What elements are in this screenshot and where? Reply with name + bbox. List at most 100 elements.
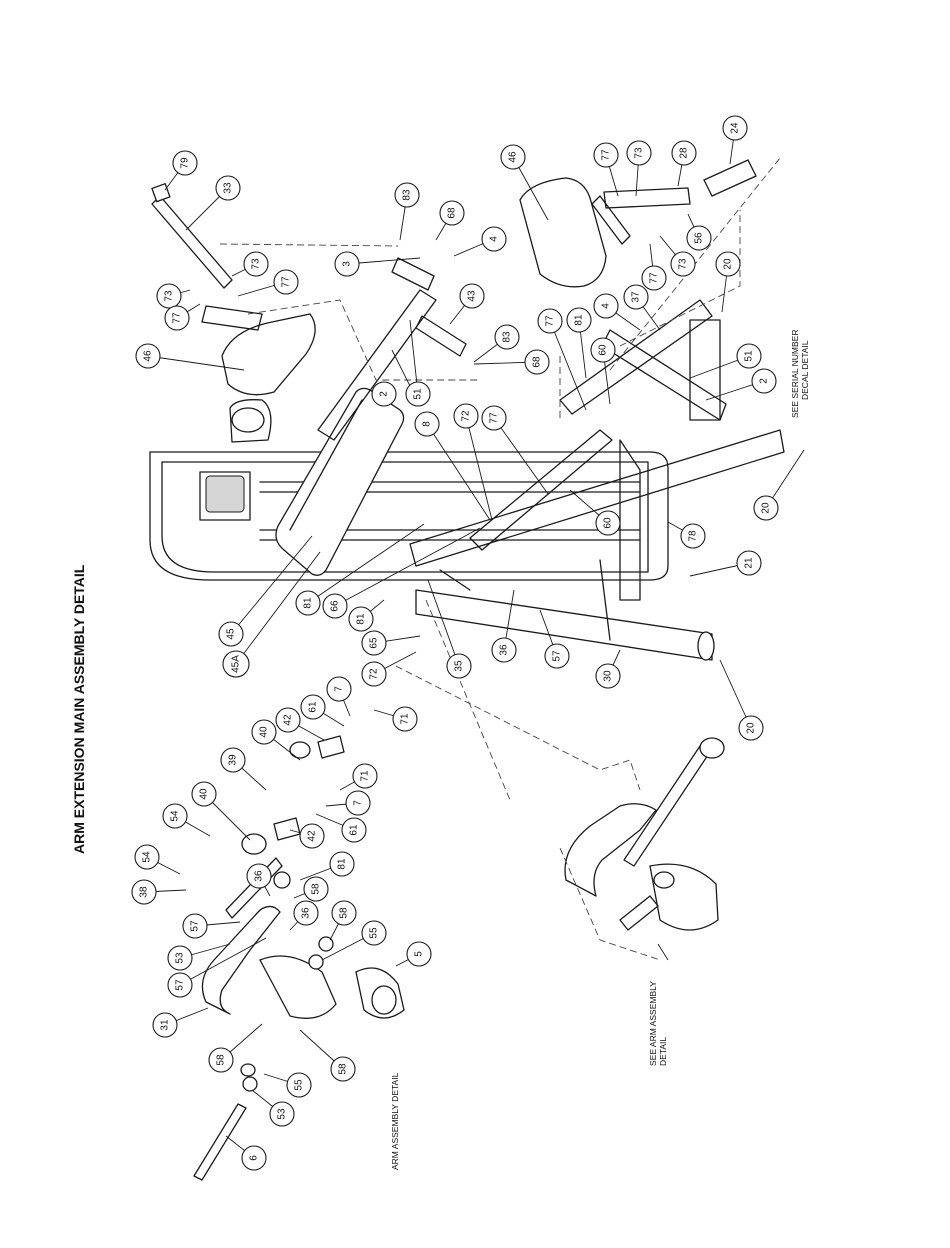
callout-number: 60 [603, 517, 614, 529]
callout-number: 46 [508, 151, 519, 163]
callout-2: 2 [371, 381, 397, 407]
callout-number: 24 [730, 122, 741, 134]
callout-number: 77 [649, 272, 660, 284]
callout-20: 20 [753, 495, 779, 521]
callout-72: 72 [361, 661, 387, 687]
callout-number: 2 [379, 391, 390, 397]
callout-65: 65 [361, 630, 387, 656]
callout-number: 42 [283, 714, 294, 726]
callout-number: 39 [228, 754, 239, 766]
callout-number: 5 [414, 951, 425, 957]
callout-66: 66 [322, 593, 348, 619]
callout-81: 81 [348, 606, 374, 632]
callout-68: 68 [439, 200, 465, 226]
callout-45: 45 [218, 621, 244, 647]
arm-assembly-overview [564, 737, 725, 931]
callout-71: 71 [392, 706, 418, 732]
callout-55: 55 [286, 1072, 312, 1098]
callout-number: 31 [160, 1019, 171, 1031]
callout-number: 7 [334, 686, 345, 692]
callout-72: 72 [453, 403, 479, 429]
callout-number: 73 [634, 147, 645, 159]
callout-46: 46 [500, 144, 526, 170]
callout-60: 60 [590, 337, 616, 363]
callout-77: 77 [593, 142, 619, 168]
callout-number: 43 [467, 290, 478, 302]
serial-number-line2: DECAL DETAIL [800, 340, 810, 400]
callout-number: 73 [251, 258, 262, 270]
arm-assembly-detail-label: ARM ASSEMBLY DETAIL [390, 1072, 400, 1170]
callout-77: 77 [164, 305, 190, 331]
callout-51: 51 [736, 343, 762, 369]
callout-61: 61 [341, 817, 367, 843]
callout-number: 81 [356, 613, 367, 625]
callout-number: 45A [231, 655, 242, 673]
callout-73: 73 [626, 140, 652, 166]
callout-81: 81 [295, 590, 321, 616]
base-rail [415, 559, 715, 661]
callout-28: 28 [671, 140, 697, 166]
callout-73: 73 [243, 251, 269, 277]
main-support-tube [317, 289, 785, 601]
callout-number: 7 [353, 800, 364, 806]
adjustment-tube-33 [151, 182, 263, 331]
callout-57: 57 [544, 643, 570, 669]
callout-73: 73 [670, 251, 696, 277]
clamp-bracket [391, 257, 467, 357]
diagram-title: ARM EXTENSION MAIN ASSEMBLY DETAIL [71, 564, 87, 854]
callout-number: 61 [349, 824, 360, 836]
callout-55: 55 [361, 920, 387, 946]
callout-number: 8 [422, 421, 433, 427]
callout-number: 6 [249, 1155, 260, 1161]
callout-58: 58 [208, 1047, 234, 1073]
callout-81: 81 [566, 307, 592, 333]
callout-number: 40 [259, 726, 270, 738]
arm-assembly-exploded [193, 735, 405, 1181]
callout-5: 5 [406, 941, 432, 967]
callout-number: 79 [180, 157, 191, 169]
callout-number: 21 [744, 557, 755, 569]
callout-number: 38 [139, 886, 150, 898]
callout-77: 77 [537, 308, 563, 334]
callout-number: 77 [172, 312, 183, 324]
callout-36: 36 [293, 900, 319, 926]
callout-8: 8 [414, 411, 440, 437]
weight-stack-frame [149, 399, 669, 581]
callout-83: 83 [494, 324, 520, 350]
callout-number: 55 [294, 1079, 305, 1091]
callout-number: 56 [694, 232, 705, 244]
callout-number: 3 [342, 261, 353, 267]
callout-73: 73 [156, 283, 182, 309]
callout-53: 53 [269, 1101, 295, 1127]
callout-number: 4 [601, 303, 612, 309]
callout-79: 79 [172, 150, 198, 176]
back-pad-left [221, 313, 316, 396]
serial-number-line1: SEE SERIAL NUMBER [790, 330, 800, 419]
callout-7: 7 [345, 790, 371, 816]
back-pad-right [519, 177, 607, 288]
callout-number: 20 [746, 722, 757, 734]
callout-number: 61 [308, 701, 319, 713]
callout-33: 33 [215, 175, 241, 201]
callout-3: 3 [334, 251, 360, 277]
callout-number: 40 [199, 788, 210, 800]
callout-number: 71 [360, 770, 371, 782]
seat-pad [275, 387, 405, 576]
see-arm-assembly-line2: DETAIL [658, 1037, 668, 1066]
callout-78: 78 [680, 523, 706, 549]
callout-number: 2 [759, 378, 770, 384]
callout-43: 43 [459, 283, 485, 309]
callout-57: 57 [167, 972, 193, 998]
callout-number: 68 [532, 356, 543, 368]
callout-36: 36 [246, 863, 272, 889]
callout-number: 46 [143, 350, 154, 362]
callout-number: 54 [170, 810, 181, 822]
callout-7: 7 [326, 676, 352, 702]
callout-45A: 45A [222, 650, 250, 678]
callout-58: 58 [331, 900, 357, 926]
callout-number: 83 [502, 331, 513, 343]
callout-71: 71 [352, 763, 378, 789]
callout-number: 36 [301, 907, 312, 919]
callout-24: 24 [722, 115, 748, 141]
callout-number: 81 [303, 597, 314, 609]
